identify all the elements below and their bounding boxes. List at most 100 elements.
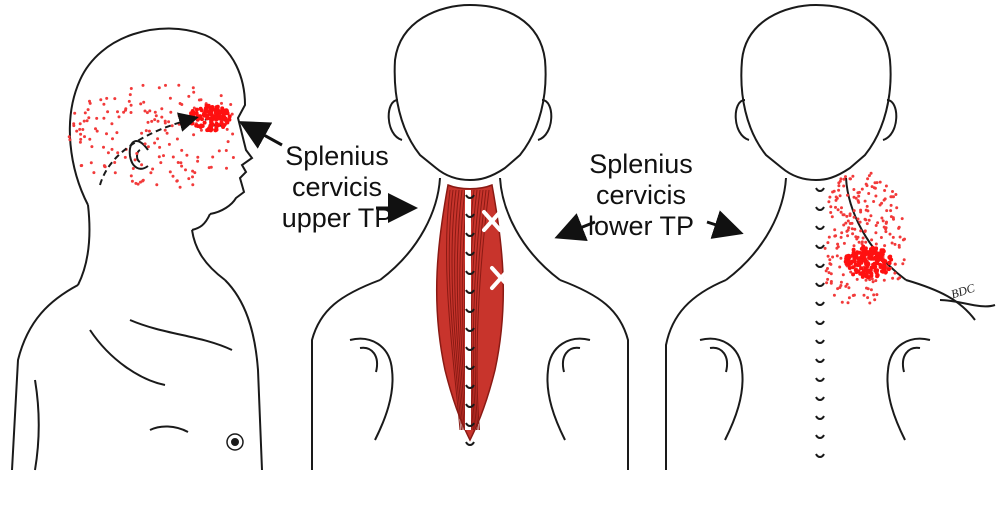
pain-dot [852, 195, 856, 199]
pain-dot [175, 179, 179, 183]
pain-core-dot [872, 261, 877, 266]
pain-dot [890, 241, 894, 245]
pain-dot [839, 256, 843, 260]
pain-core-dot [871, 250, 876, 255]
pain-core-dot [851, 265, 855, 270]
vertebra-spinous-process [465, 365, 475, 370]
pain-dot [840, 231, 844, 235]
label-lower-line-1: Splenius [589, 149, 693, 179]
pain-dot [129, 103, 133, 107]
pain-dot [153, 118, 157, 122]
vertebra-spinous-process [465, 384, 475, 389]
pain-dot [880, 201, 884, 205]
pain-dot [75, 129, 79, 133]
pain-dot [124, 108, 127, 112]
pain-dot [889, 215, 893, 219]
pain-dot [199, 128, 203, 132]
pain-dot [151, 167, 155, 171]
vertebra-spinous-process [815, 339, 825, 344]
pain-dot [866, 296, 870, 300]
pain-dot [894, 193, 898, 196]
pain-core-dot [198, 106, 203, 111]
pain-dot [865, 184, 869, 188]
pain-dot [116, 110, 119, 114]
pain-dot [224, 149, 228, 152]
pain-dot [902, 258, 906, 262]
pain-dot [160, 107, 164, 111]
pain-dot [879, 236, 883, 239]
pain-dot [873, 298, 877, 302]
pain-dot [840, 206, 843, 210]
pain-dot [156, 119, 160, 123]
pain-dot [145, 111, 149, 115]
pain-dot [92, 171, 96, 175]
pain-dot [869, 288, 873, 292]
pain-core-dot [856, 256, 861, 261]
pain-dot [81, 128, 85, 131]
pain-dot [129, 111, 133, 114]
pain-core-dot [203, 110, 208, 114]
pain-dot [159, 161, 163, 165]
muscle-fiber [472, 189, 484, 431]
pain-dot [142, 100, 146, 104]
pain-dot [102, 164, 106, 168]
pain-dot [861, 236, 865, 240]
pain-dot [869, 171, 873, 175]
pain-dot [834, 234, 838, 238]
pain-dot [139, 180, 142, 184]
pain-dot [199, 98, 203, 102]
spine-figure-2 [465, 194, 475, 446]
vertebra-spinous-process [465, 289, 475, 294]
pain-dot [889, 203, 893, 207]
pain-dot [113, 97, 117, 101]
pain-dot [870, 277, 874, 281]
pain-dot [893, 242, 897, 246]
lower-label-arrow-to-muscle [554, 213, 596, 242]
pain-dot [898, 235, 902, 239]
pain-dot [88, 101, 92, 105]
label-lower-line-3: lower TP [587, 211, 695, 241]
pain-dot [176, 161, 180, 164]
pain-core-dot [209, 120, 214, 125]
pain-dot [153, 141, 157, 145]
pain-dot [826, 241, 830, 245]
vertebra-spinous-process [815, 244, 825, 249]
pain-core-dot [207, 105, 212, 109]
pain-dot [170, 124, 174, 128]
pain-dot [848, 212, 852, 216]
pain-dot [156, 137, 160, 141]
pain-dot [856, 217, 860, 221]
pain-dot [847, 296, 851, 300]
pain-dot [157, 86, 161, 90]
pain-dot [875, 293, 879, 297]
pain-dot [831, 255, 835, 259]
pain-dot [844, 221, 848, 225]
pain-dot [837, 188, 841, 192]
pain-dot [870, 185, 874, 189]
pain-dot [225, 166, 228, 170]
pain-dot [840, 300, 844, 304]
pain-core-dot [227, 117, 232, 122]
vertebra-spinous-process [465, 232, 475, 237]
pain-core-dot [878, 262, 883, 267]
label-splenius-cervicis-upper-tp: Splenius cervicis upper TP [262, 141, 412, 234]
pain-dot [102, 145, 105, 149]
pain-dot [885, 209, 889, 213]
pain-dot [106, 110, 110, 114]
pain-dot [871, 280, 875, 284]
pain-dot [868, 301, 872, 305]
pain-dot [226, 140, 230, 144]
vertebra-spinous-process [815, 396, 825, 401]
pain-dot [893, 271, 897, 275]
upper-trigger-point-x [482, 210, 502, 232]
pain-core-dot [869, 273, 874, 278]
pain-dot [196, 155, 200, 159]
pain-dot [150, 119, 154, 123]
pain-dot [155, 183, 159, 187]
pain-dot [168, 96, 172, 100]
muscle-fiber [470, 189, 481, 431]
pain-dot [834, 198, 838, 202]
pain-dot [842, 177, 846, 181]
pain-dot [829, 272, 833, 276]
pain-dot [883, 244, 887, 248]
